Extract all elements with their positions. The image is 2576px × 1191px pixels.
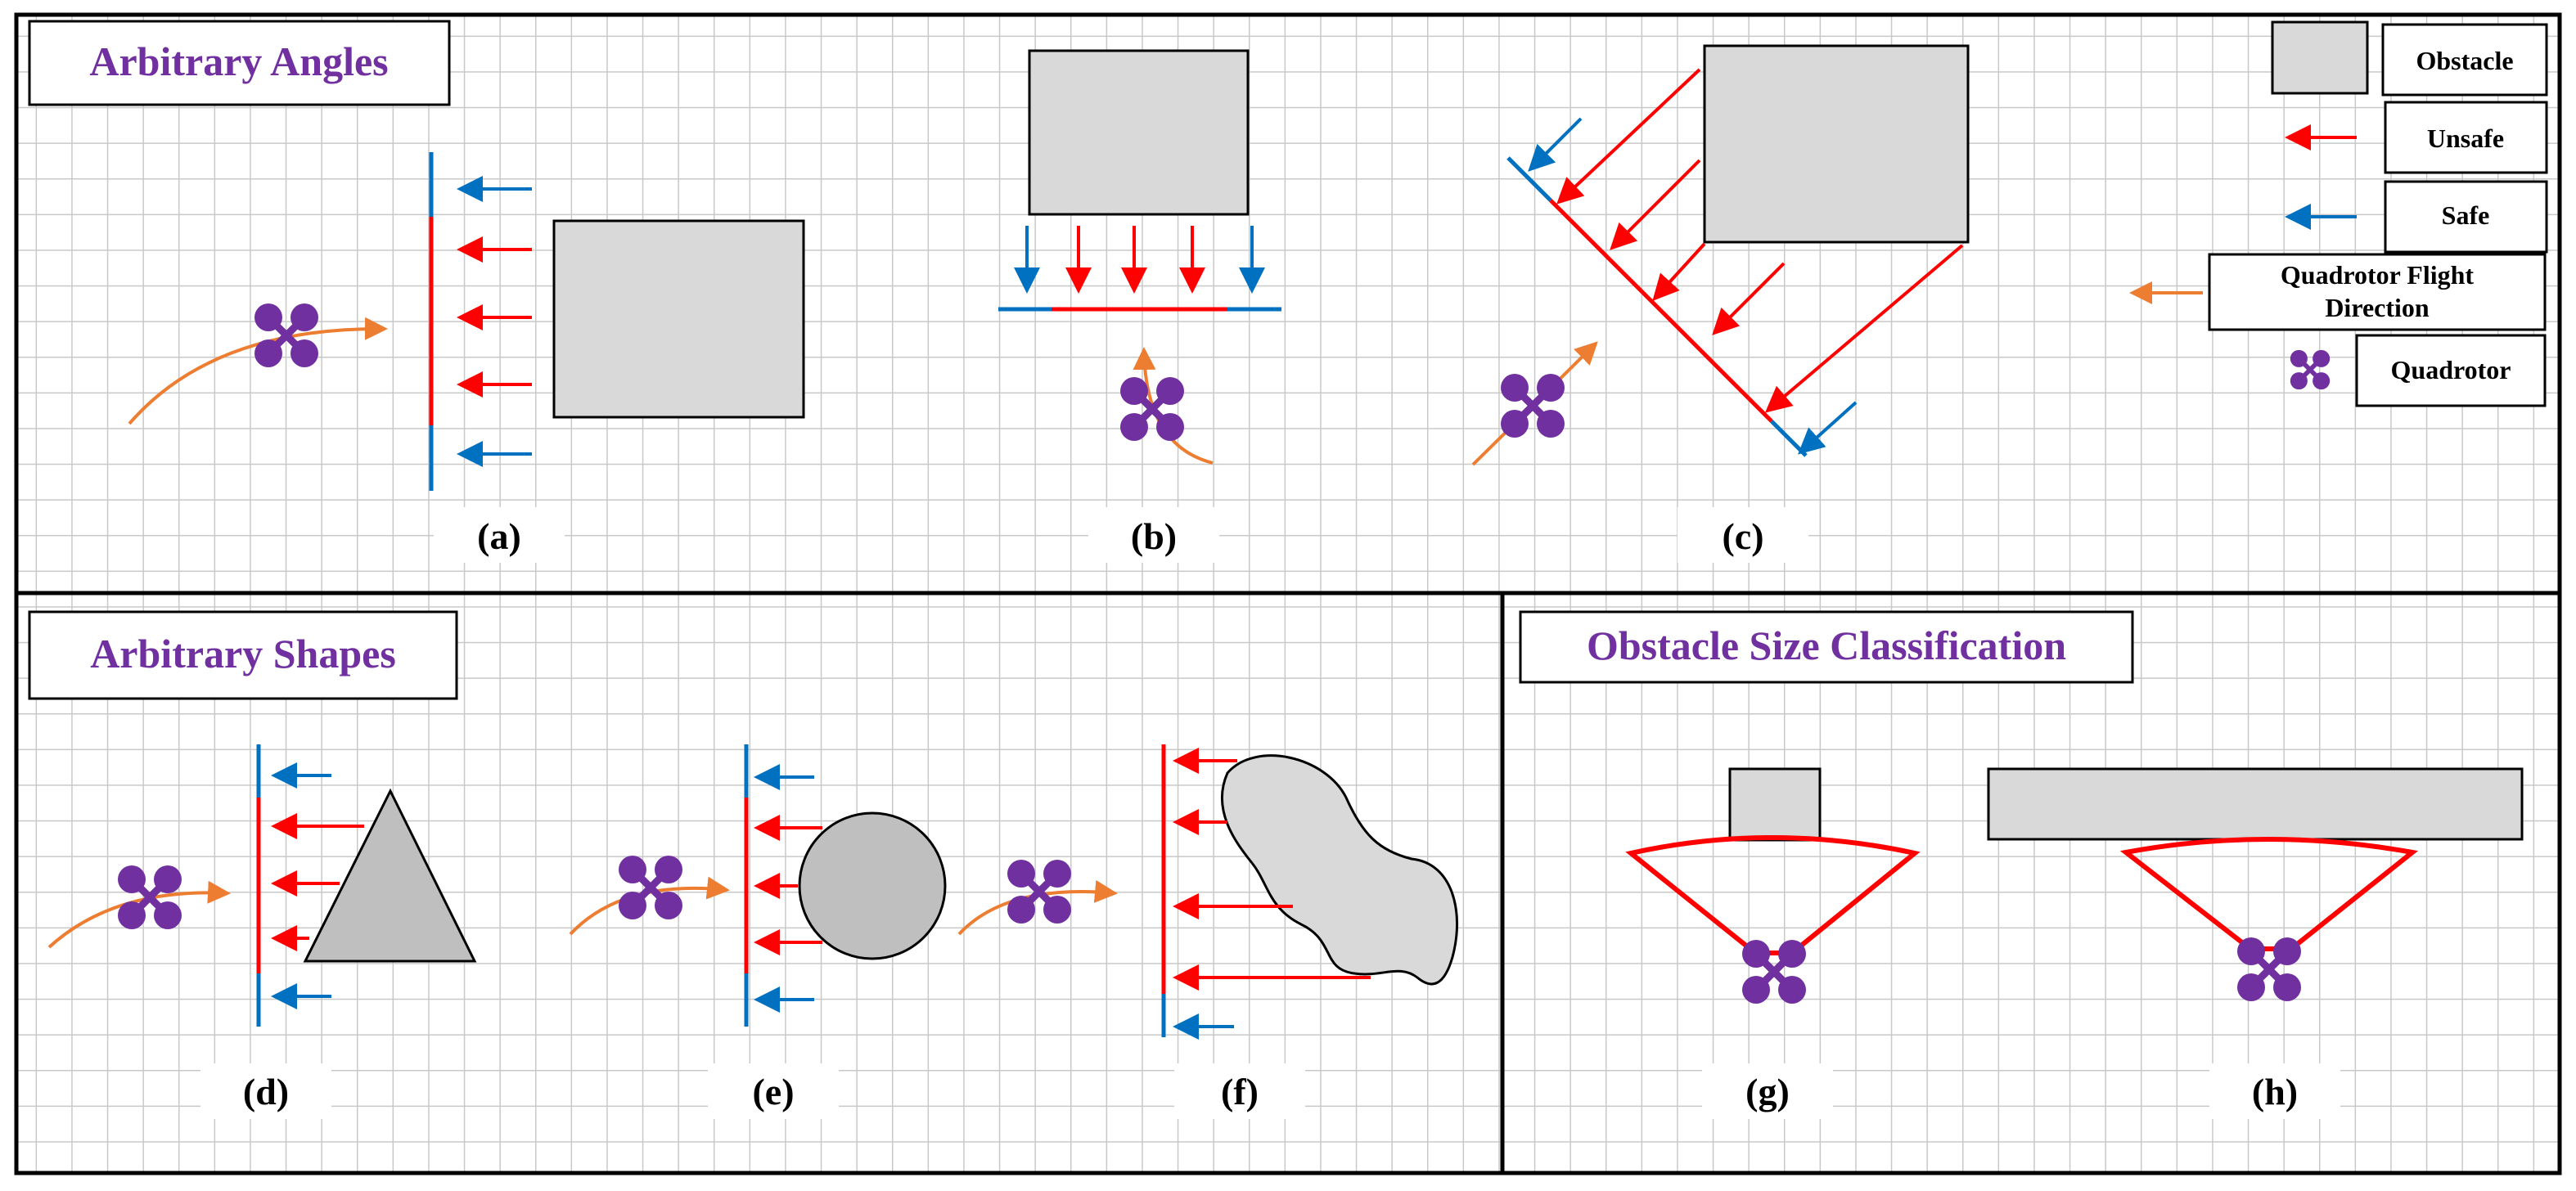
legend: Obstacle Unsafe Safe Quadrotor Flight Di…: [2129, 20, 2548, 407]
red-arrow-icon: [1652, 242, 1706, 301]
label-d: (d): [243, 1071, 289, 1112]
legend-flight-label-2: Direction: [2325, 293, 2430, 322]
label-f: (f): [1221, 1071, 1259, 1112]
subfigure-c: (c): [1471, 44, 1970, 563]
obstacle-small: [1728, 767, 1822, 842]
title-arbitrary-shapes: Arbitrary Shapes: [28, 610, 458, 700]
title-arbitrary-angles-text: Arbitrary Angles: [89, 38, 388, 84]
legend-flight-label-1: Quadrotor Flight: [2281, 260, 2475, 290]
obstacle-circle: [798, 811, 947, 960]
obstacle-large: [1987, 767, 2524, 841]
label-a: (a): [477, 515, 521, 557]
blue-arrow-icon: [1528, 117, 1583, 172]
title-obstacle-size: Obstacle Size Classification: [1519, 610, 2134, 684]
obstacle-rect-a: [552, 219, 805, 419]
label-b: (b): [1131, 515, 1177, 557]
subfigure-h: (h): [1987, 767, 2524, 1119]
legend-unsafe-label: Unsafe: [2427, 124, 2504, 153]
sensing-cone-g: [1625, 835, 1921, 955]
red-arrow-icon: [1712, 262, 1786, 335]
label-e: (e): [752, 1071, 794, 1112]
legend-safe-label: Safe: [2442, 200, 2490, 230]
red-arrow-icon: [1610, 159, 1701, 250]
obstacle-rect-b: [1028, 49, 1250, 216]
subfigure-b: (b): [998, 49, 1281, 563]
subfigure-d: (d): [47, 744, 477, 1119]
red-arrow-icon: [1764, 244, 1964, 413]
legend-obstacle-label: Obstacle: [2416, 46, 2513, 75]
subfigure-g: (g): [1625, 767, 1921, 1119]
obstacle-rect-c: [1703, 44, 1970, 244]
orange-arrow-icon: [128, 317, 388, 425]
label-g: (g): [1745, 1071, 1790, 1112]
subfigure-e: (e): [569, 744, 947, 1119]
title-obstacle-size-text: Obstacle Size Classification: [1587, 622, 2066, 668]
blue-arrow-icon: [1798, 401, 1858, 455]
label-h: (h): [2252, 1071, 2298, 1112]
subfigure-f: (f): [957, 744, 1458, 1119]
subfigure-a: (a): [128, 152, 805, 563]
legend-quadrotor-label: Quadrotor: [2391, 355, 2511, 384]
obstacle-triangle: [303, 788, 477, 963]
red-arrow-icon: [1556, 68, 1701, 204]
title-arbitrary-angles: Arbitrary Angles: [28, 20, 451, 106]
title-arbitrary-shapes-text: Arbitrary Shapes: [90, 631, 396, 676]
legend-obstacle-swatch: [2271, 20, 2369, 95]
sensing-cone-h: [2119, 837, 2419, 951]
label-c: (c): [1722, 515, 1763, 557]
obstacle-irregular: [1220, 754, 1458, 986]
